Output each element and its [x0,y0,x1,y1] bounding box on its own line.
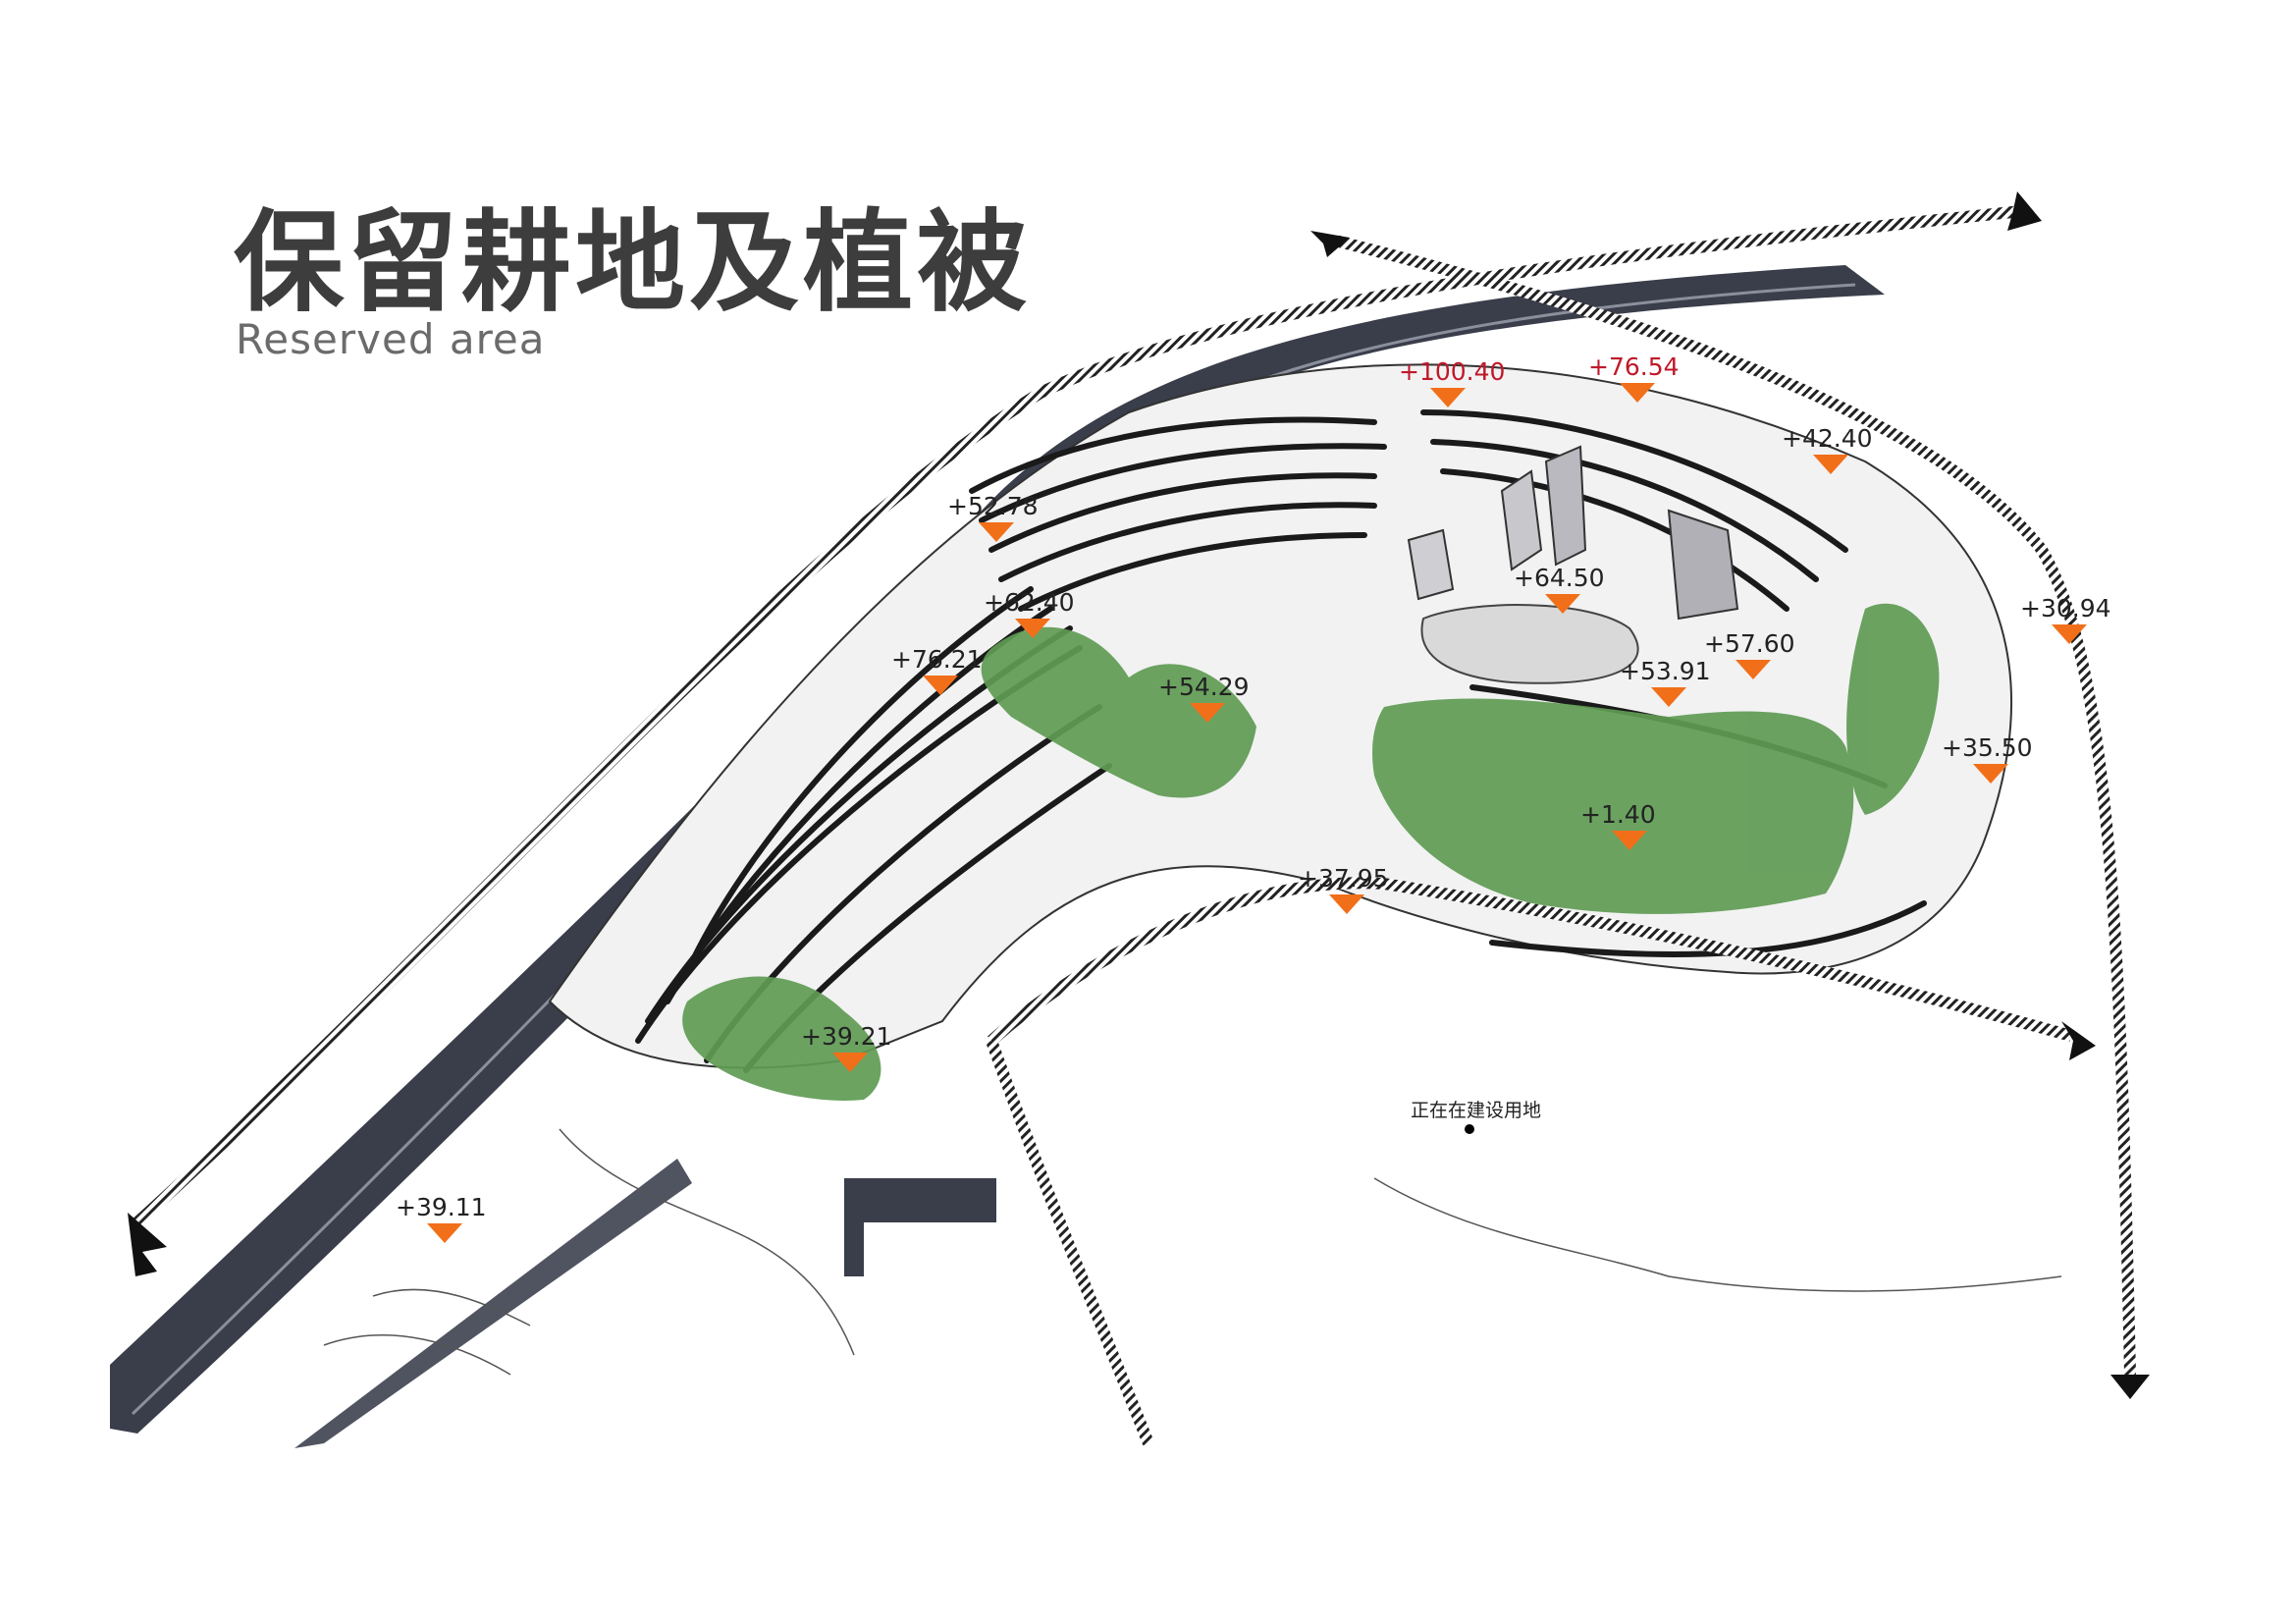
elevation-marker: +30.94 [2020,594,2111,644]
elevation-label: +57.60 [1704,629,1795,658]
elevation-marker-icon [1329,894,1364,914]
elevation-marker-icon [427,1223,462,1243]
vegetation-patch [1372,698,1854,914]
elevation-marker-icon [1813,455,1848,474]
elevation-label: +100.40 [1399,357,1505,386]
elevation-label: +62.40 [984,588,1075,617]
elevation-label: +30.94 [2020,594,2111,623]
page-subtitle: Reserved area [236,315,546,363]
central-plateau [1407,445,1739,684]
elevation-marker: +39.11 [396,1193,487,1243]
elevation-label: +54.29 [1158,673,1250,701]
elevation-marker: +62.40 [984,588,1075,638]
elevation-label: +39.21 [801,1022,892,1051]
site-note-dot [1465,1124,1474,1134]
elevation-marker: +100.40 [1399,357,1505,407]
direction-arrow-icon [1310,231,1350,257]
vegetation-patch [981,626,1256,798]
elevation-marker: +76.54 [1588,352,1680,403]
elevation-marker: +57.60 [1704,629,1795,679]
elevation-marker: +52.78 [947,492,1039,542]
elevation-marker: +53.91 [1620,657,1711,707]
elevation-label: +42.40 [1782,424,1873,453]
elevation-marker-icon [2052,624,2087,644]
elevation-marker-icon [1651,687,1686,707]
lower-site-outline [323,1128,2062,1376]
elevation-marker-icon [1612,831,1647,850]
elevation-label: +37.95 [1298,864,1389,893]
arrowheads [128,191,2150,1399]
direction-arrow-icon [2007,191,2042,231]
elevation-marker-icon [923,676,958,695]
elevation-marker: +37.95 [1298,864,1389,914]
elevation-label: +35.50 [1942,733,2033,762]
elevation-label: +53.91 [1620,657,1711,685]
elevation-label: +76.54 [1588,352,1680,381]
elevation-marker: +76.21 [891,645,983,695]
elevation-marker: +1.40 [1580,800,1656,850]
page-title: 保留耕地及植被 [234,199,1031,327]
elevation-marker-icon [1973,764,2008,784]
elevation-marker: +54.29 [1158,673,1250,723]
elevation-markers: +100.40 +76.54 +42.40 +52.78 +64.50 +30.94 +62… [396,352,2111,1243]
elevation-label: +76.21 [891,645,983,674]
elevation-label: +64.50 [1514,564,1605,592]
elevation-marker-icon [1430,388,1466,407]
elevation-marker: +35.50 [1942,733,2033,784]
direction-arrow-icon [128,1213,167,1276]
vegetation-patch [682,976,881,1101]
direction-arrow-icon [2110,1375,2150,1399]
elevation-marker: +42.40 [1782,424,1873,474]
elevation-marker-icon [1620,383,1655,403]
elevation-marker-icon [1190,703,1225,723]
elevation-marker-icon [979,522,1014,542]
elevation-marker-icon [1545,594,1580,614]
elevation-label: +1.40 [1580,800,1656,829]
site-note: 正在在建设用地 [1411,1100,1541,1121]
circulation-arrows [133,205,2136,1446]
elevation-marker-icon [1015,619,1050,638]
vegetation [682,603,1940,1101]
elevation-marker-icon [1735,660,1771,679]
elevation-marker-icon [832,1053,868,1072]
vegetation-patch [1846,603,1940,815]
elevation-label: +52.78 [947,492,1039,520]
elevation-marker: +64.50 [1514,564,1605,614]
elevation-label: +39.11 [396,1193,487,1221]
elevation-marker: +39.21 [801,1022,892,1072]
direction-arrow-icon [2061,1021,2096,1060]
